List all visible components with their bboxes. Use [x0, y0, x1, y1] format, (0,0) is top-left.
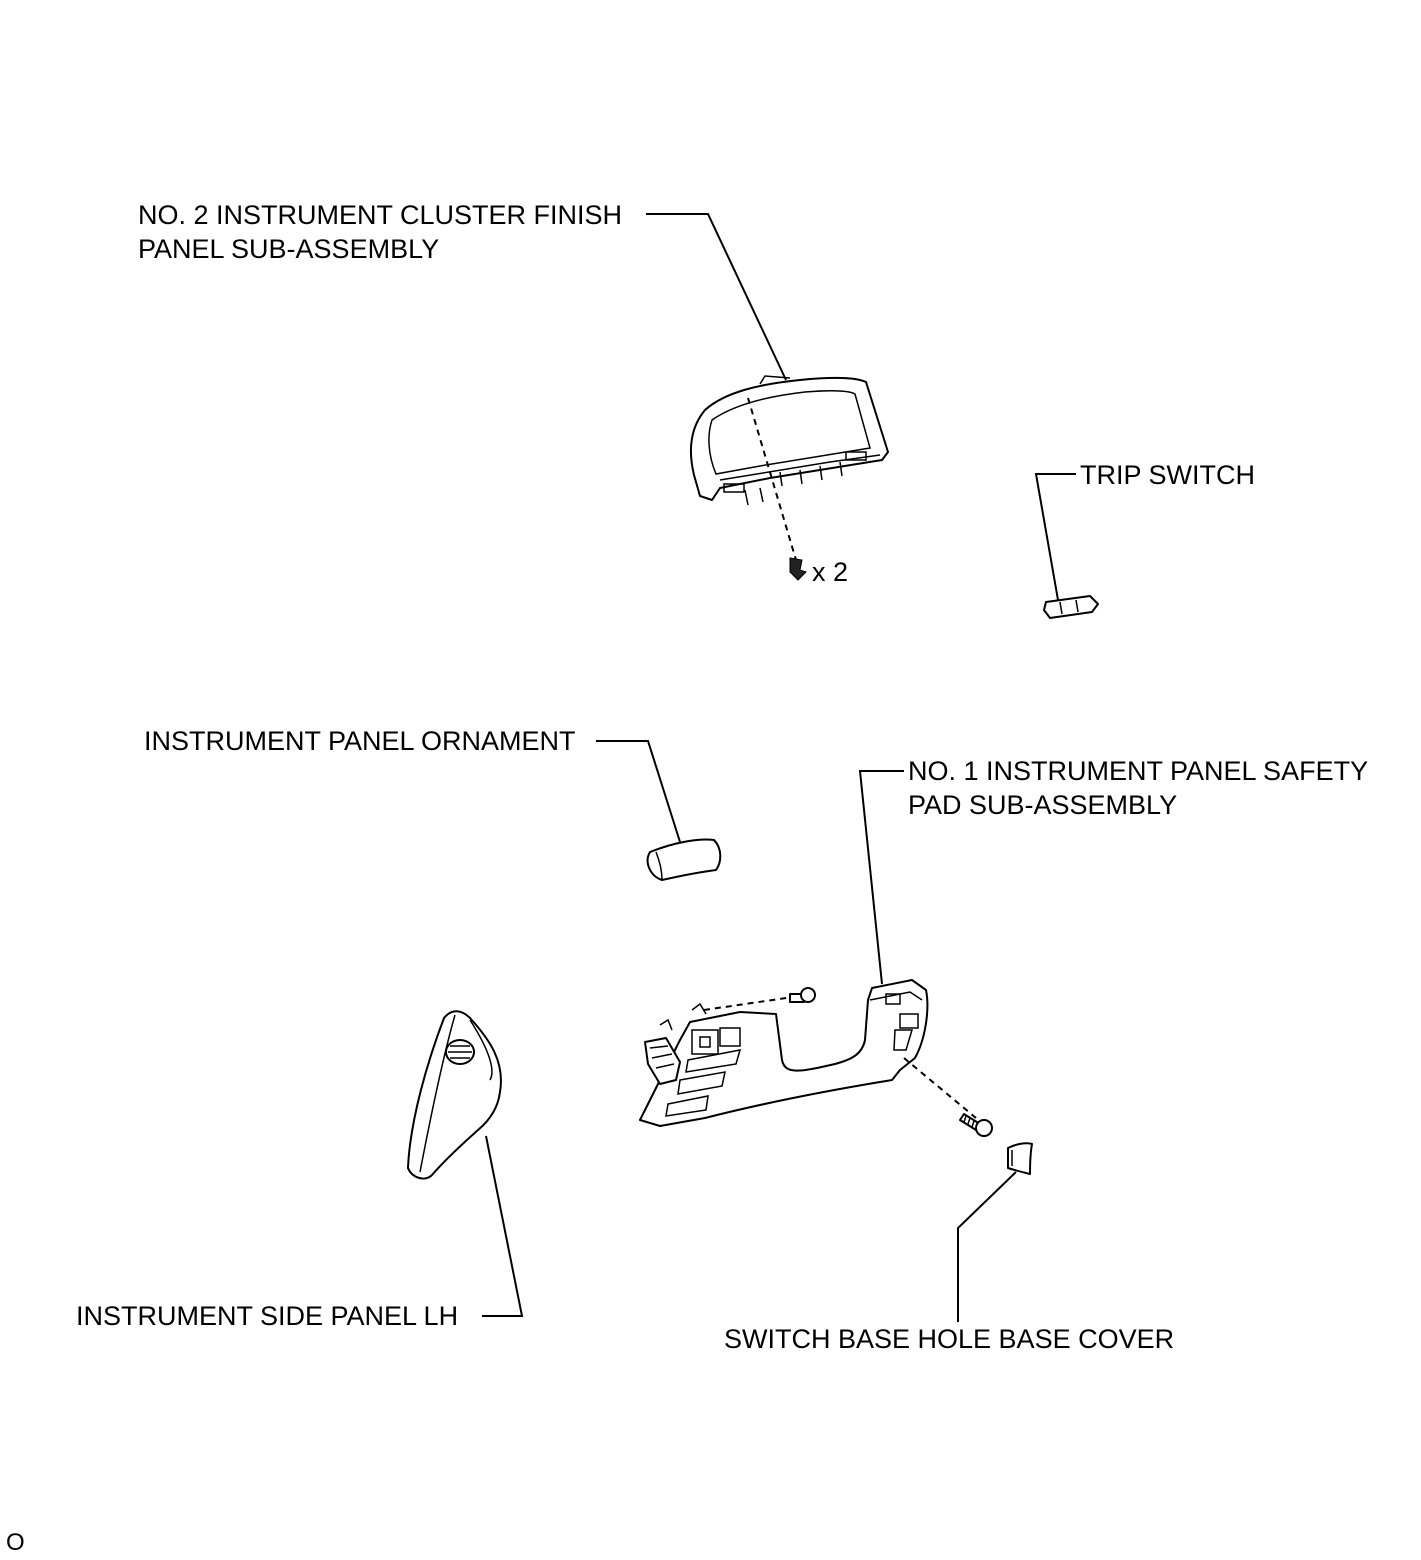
- corner-mark: O: [6, 1529, 25, 1556]
- label-cluster-finish-panel-line2: PANEL SUB-ASSEMBLY: [138, 234, 440, 264]
- ornament-leader: [596, 740, 681, 843]
- label-cluster-finish-panel: NO. 2 INSTRUMENT CLUSTER FINISH PANEL SU…: [138, 198, 622, 266]
- label-instrument-panel-ornament: INSTRUMENT PANEL ORNAMENT: [144, 726, 576, 756]
- label-cluster-finish-panel-line1: NO. 2 INSTRUMENT CLUSTER FINISH: [138, 200, 623, 230]
- label-instrument-side-panel-lh: INSTRUMENT SIDE PANEL LH: [76, 1301, 459, 1331]
- side-panel-leader: [482, 1135, 524, 1317]
- switch-base-cover-leader: [957, 1171, 1017, 1322]
- instrument-panel-ornament-part: [646, 838, 722, 881]
- pad-screw-dashline-upper: [703, 995, 801, 1011]
- trip-switch-leader: [1034, 473, 1076, 601]
- label-clip-quantity: x 2: [812, 557, 849, 587]
- label-safety-pad-line2: PAD SUB-ASSEMBLY: [908, 790, 1178, 820]
- safety-pad-leader: [858, 770, 904, 985]
- switch-base-cover-part: [1007, 1142, 1033, 1175]
- safety-pad-part: [639, 979, 929, 1127]
- screw-icon: [789, 987, 816, 1003]
- clip-icon: [789, 557, 807, 581]
- instrument-side-panel-lh-part: [407, 1010, 502, 1180]
- label-safety-pad: NO. 1 INSTRUMENT PANEL SAFETY PAD SUB-AS…: [908, 754, 1368, 822]
- vent-grille-icon: [445, 1039, 475, 1065]
- bolt-icon: [959, 1113, 993, 1137]
- cluster-finish-panel-part: [689, 375, 889, 506]
- cluster-panel-leader: [646, 213, 787, 381]
- trip-switch-part: [1043, 595, 1099, 619]
- label-switch-base-cover: SWITCH BASE HOLE BASE COVER: [724, 1324, 1175, 1354]
- label-trip-switch: TRIP SWITCH: [1080, 460, 1255, 490]
- pad-bolt-dashline-lower: [903, 1057, 977, 1119]
- label-safety-pad-line1: NO. 1 INSTRUMENT PANEL SAFETY: [908, 756, 1369, 786]
